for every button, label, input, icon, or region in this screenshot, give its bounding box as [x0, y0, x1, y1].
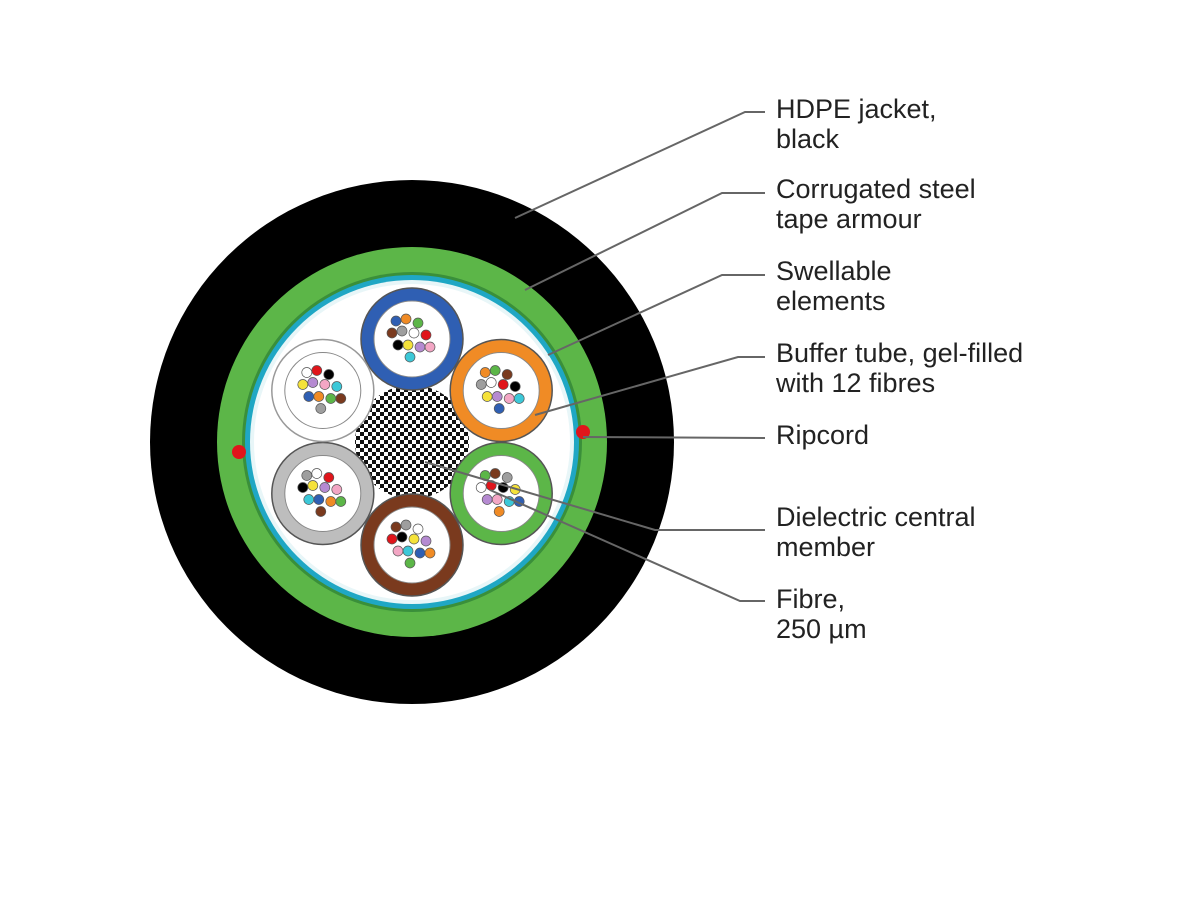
fibre [301, 367, 313, 378]
fibre [335, 393, 347, 404]
fibre [331, 381, 343, 392]
fibre [404, 557, 416, 569]
buffer-tube-gel [284, 455, 362, 532]
fibre [303, 391, 315, 402]
fibre [501, 369, 513, 380]
fibre [420, 535, 432, 547]
callout-buffer-tube: Buffer tube, gel-filled with 12 fibres [776, 338, 1024, 398]
fibre [481, 494, 493, 505]
fibre [400, 313, 412, 325]
leader-tube [534, 356, 765, 416]
callout-jacket: HDPE jacket, black [776, 94, 937, 154]
ripcord-left [232, 445, 246, 459]
fibre [307, 480, 319, 491]
callout-fibre: Fibre, 250 µm [776, 584, 867, 644]
fibre [497, 379, 509, 390]
callout-central-member: Dielectric central member [776, 502, 976, 562]
fibre [386, 533, 398, 545]
buffer-tube-gel [462, 455, 540, 532]
fibre [491, 391, 503, 402]
fibre [313, 391, 325, 402]
fibre [412, 523, 424, 535]
fibre [509, 381, 521, 392]
fibre [493, 506, 505, 517]
fibre [303, 494, 315, 505]
buffer-tube-gel [462, 352, 540, 429]
fibre [386, 327, 398, 339]
fibre [319, 482, 331, 493]
fibre [493, 403, 505, 414]
fibre [396, 531, 408, 543]
fibre [315, 506, 327, 517]
fibre [325, 496, 337, 507]
fibre [489, 365, 501, 376]
fibre [313, 494, 325, 505]
fibre [420, 329, 432, 341]
fibre [319, 379, 331, 390]
buffer-tube-gel [373, 506, 451, 584]
fibre [489, 468, 501, 479]
fibre [414, 341, 426, 353]
fibre [297, 379, 309, 390]
fibre [396, 325, 408, 337]
fibre [491, 494, 503, 505]
fibre [392, 339, 404, 351]
dielectric-central-member [355, 385, 469, 499]
fibre [390, 521, 402, 533]
fibre [424, 341, 436, 353]
fibre [503, 393, 515, 404]
fibre [301, 470, 313, 481]
leader-fibre [489, 489, 765, 602]
fibre [475, 379, 487, 390]
fibre [323, 369, 335, 380]
fibre [315, 403, 327, 414]
fibre [400, 519, 412, 531]
fibre [323, 472, 335, 483]
fibre [390, 315, 402, 327]
callout-ripcord: Ripcord [776, 420, 870, 450]
buffer-tube-gel [284, 352, 362, 429]
buffer-tube-gel [373, 300, 451, 378]
fibre [485, 377, 497, 388]
fibre [297, 482, 309, 493]
fibre [311, 365, 323, 376]
leader-armour [524, 192, 765, 291]
fibre [325, 393, 337, 404]
ripcord-right [576, 425, 590, 439]
fibre [331, 484, 343, 495]
fibre [402, 545, 414, 557]
fibre [412, 317, 424, 329]
fibre [513, 393, 525, 404]
fibre [479, 367, 491, 378]
fibre [481, 391, 493, 402]
fibre [392, 545, 404, 557]
leader-jacket [514, 111, 765, 219]
leader-ripcord [582, 436, 766, 439]
leader-central [424, 461, 765, 531]
fibre [475, 482, 487, 493]
leader-swell [547, 274, 765, 356]
fibre [501, 472, 513, 483]
callout-armour: Corrugated steel tape armour [776, 174, 976, 234]
fibre [414, 547, 426, 559]
fibre [408, 327, 420, 339]
fibre [311, 468, 323, 479]
fibre [335, 496, 347, 507]
fibre [424, 547, 436, 559]
fibre [404, 351, 416, 363]
fibre [307, 377, 319, 388]
fibre [408, 533, 420, 545]
fibre [402, 339, 414, 351]
callout-swellable: Swellable elements [776, 256, 892, 316]
